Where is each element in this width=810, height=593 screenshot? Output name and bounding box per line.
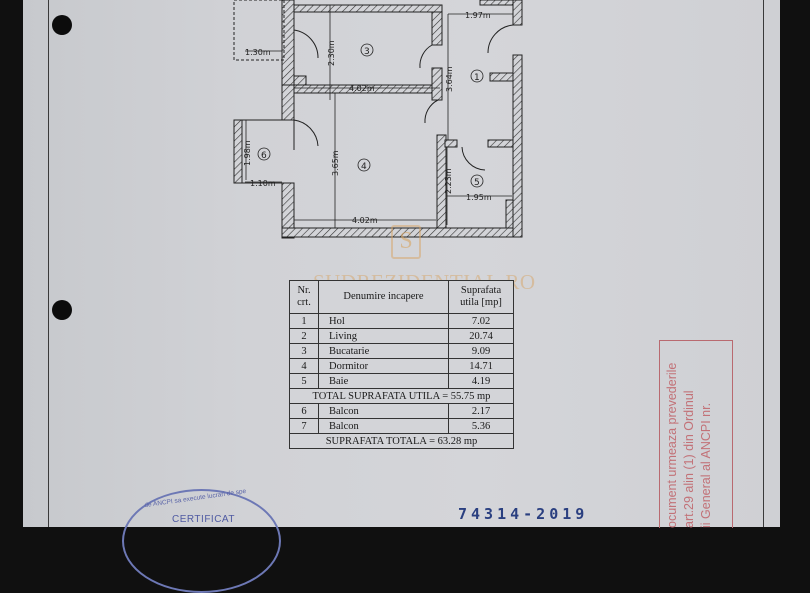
svg-text:3.65m: 3.65m xyxy=(331,150,340,176)
total-utila-row: TOTAL SUPRAFATA UTILA = 55.75 mp xyxy=(289,388,514,404)
blue-certificate-stamp: de ANCPI sa execute lucrari de spe CERTI… xyxy=(122,488,281,593)
stamp-label: CERTIFICAT xyxy=(172,514,235,525)
svg-text:1.10m: 1.10m xyxy=(250,179,276,188)
red-stamp-line-3: ii General al ANCPI nr. xyxy=(699,402,713,528)
svg-text:6: 6 xyxy=(261,151,267,161)
red-stamp-line-2: art.29 alin (1) din Ordinul xyxy=(682,390,696,528)
svg-text:3.64m: 3.64m xyxy=(445,66,454,92)
balconies xyxy=(233,0,285,184)
paper-edge-line-left xyxy=(48,0,49,527)
doors xyxy=(293,24,514,171)
svg-text:5: 5 xyxy=(474,178,480,188)
paper-edge-line-right xyxy=(763,0,764,527)
svg-text:3: 3 xyxy=(364,47,370,57)
header-area: Suprafata utila [mp] xyxy=(448,280,514,314)
header-name: Denumire incapere xyxy=(318,280,449,314)
svg-text:1.98m: 1.98m xyxy=(243,140,252,166)
svg-text:1.97m: 1.97m xyxy=(465,11,491,20)
dimension-lines xyxy=(245,5,513,228)
svg-text:4.02m: 4.02m xyxy=(349,84,375,93)
floor-plan: 1.30m 2.30m 4.02m 1.97m 3.64m 1.98m 1.10… xyxy=(233,0,523,239)
svg-text:4: 4 xyxy=(361,162,367,172)
svg-text:2.30m: 2.30m xyxy=(327,40,336,66)
svg-text:2.23m: 2.23m xyxy=(444,168,453,194)
header-nr: Nr. crt. xyxy=(289,280,319,314)
watermark-logo-icon: S xyxy=(391,225,421,259)
red-stamp-line-1: ocument urmeaza prevederile xyxy=(665,362,679,528)
red-legal-stamp: ocument urmeaza prevederile art.29 alin … xyxy=(659,340,733,528)
total-row: SUPRAFATA TOTALA = 63.28 mp xyxy=(289,433,514,449)
punch-hole-top xyxy=(52,15,72,35)
svg-text:1.30m: 1.30m xyxy=(245,48,271,57)
dimension-labels: 1.30m 2.30m 4.02m 1.97m 3.64m 1.98m 1.10… xyxy=(243,11,492,225)
svg-text:1: 1 xyxy=(474,73,480,83)
punch-hole-bottom xyxy=(52,300,72,320)
svg-text:1.95m: 1.95m xyxy=(466,193,492,202)
svg-text:4.02m: 4.02m xyxy=(352,216,378,225)
room-markers: 3 1 4 5 6 xyxy=(257,43,484,188)
room-area-table: Nr. crt. Denumire incapere Suprafata uti… xyxy=(289,280,514,449)
table-header-row: Nr. crt. Denumire incapere Suprafata uti… xyxy=(289,280,514,314)
document-number: 74314-2019 xyxy=(458,505,589,523)
walls xyxy=(233,0,523,239)
